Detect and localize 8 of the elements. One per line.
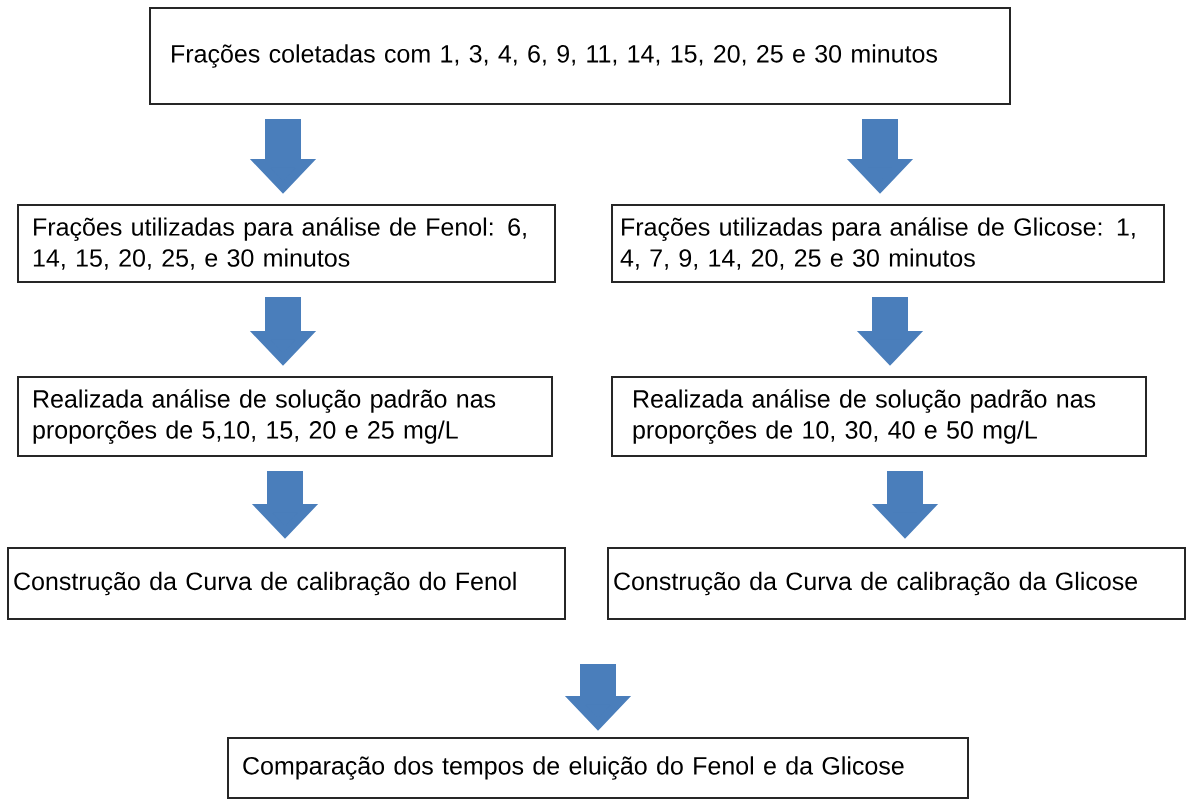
process-box: Construção da Curva de calibração da Glicose: [607, 547, 1186, 620]
process-box: Frações utilizadas para análise de Glicose: 1, 4, 7, 9, 14, 20, 25 e 30 minutos: [611, 204, 1165, 283]
process-box: Frações utilizadas para análise de Fenol: 6, 14, 15, 20, 25, e 30 minutos: [17, 204, 556, 283]
process-box: Frações coletadas com 1, 3, 4, 6, 9, 11, 14, 15, 20, 25 e 30 minutos: [149, 7, 1011, 105]
process-box: Comparação dos tempos de eluição do Fenol e da Glicose: [227, 737, 969, 799]
process-box: Realizada análise de solução padrão nas proporções de 5,10, 15, 20 e 25 mg/L: [17, 376, 553, 457]
process-box: Realizada análise de solução padrão nas proporções de 10, 30, 40 e 50 mg/L: [611, 376, 1147, 457]
process-box: Construção da Curva de calibração do Fenol: [7, 547, 566, 620]
